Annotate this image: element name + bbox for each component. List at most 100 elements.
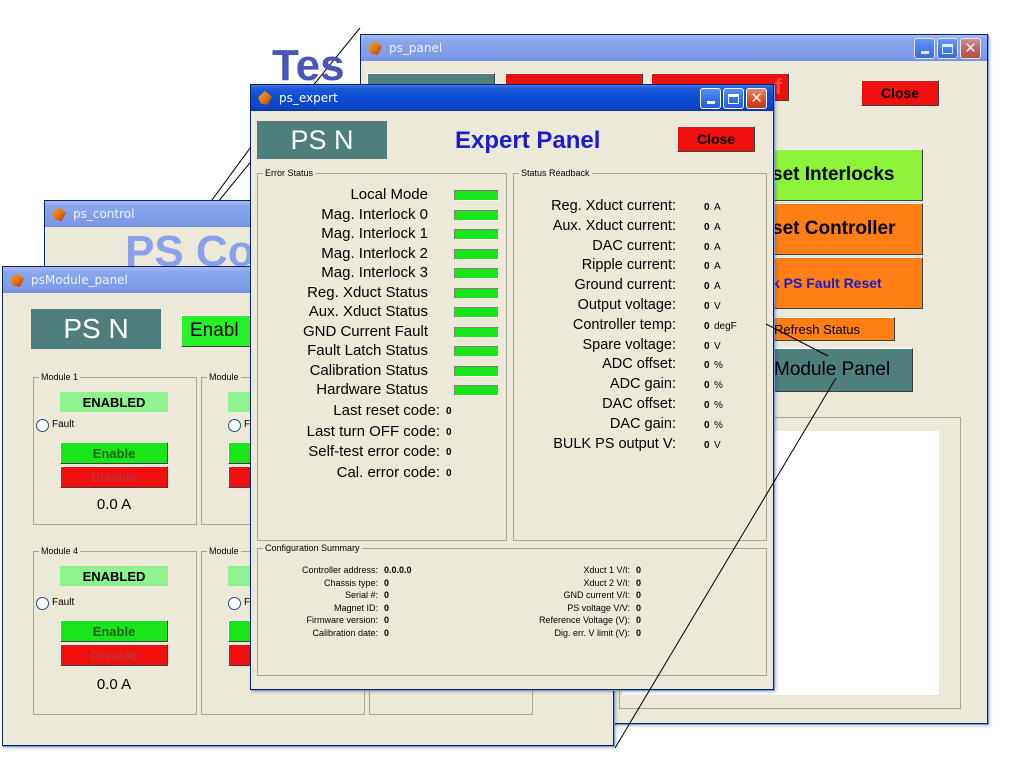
module-2-title: Module bbox=[207, 371, 241, 383]
refresh-status-button[interactable]: Refresh Status bbox=[761, 317, 895, 341]
code-value: 0 bbox=[446, 406, 452, 417]
config-value: 0 bbox=[384, 602, 390, 613]
status-led bbox=[454, 307, 499, 318]
readback-value: 0 bbox=[704, 261, 710, 273]
readback-label: BULK PS output V: bbox=[553, 435, 676, 452]
config-label: Dig. err. V limit (V): bbox=[554, 627, 630, 638]
config-value: 0 bbox=[636, 602, 642, 613]
readback-label: DAC offset: bbox=[602, 396, 676, 412]
reset-controller-button[interactable]: set Controller bbox=[761, 203, 923, 255]
module-4-group: Module 4 ENABLED Fault Enable Disable 0.… bbox=[33, 545, 197, 715]
readback-unit: degF bbox=[714, 320, 737, 332]
ps-name-tag: PS N bbox=[257, 121, 387, 159]
module-4-title: Module 4 bbox=[39, 545, 81, 557]
readback-label: ADC offset: bbox=[602, 356, 676, 373]
config-value: 0 bbox=[384, 590, 390, 600]
readback-label: Reg. Xduct current: bbox=[551, 198, 676, 214]
reset-interlocks-label: set Interlocks bbox=[772, 164, 895, 185]
close-icon: ✕ bbox=[750, 89, 763, 107]
module-2-fault-label: F bbox=[244, 419, 251, 430]
maximize-button[interactable] bbox=[937, 38, 958, 59]
config-value: 0 bbox=[384, 627, 390, 638]
status-led bbox=[454, 229, 499, 240]
readback-value: 0 bbox=[704, 419, 710, 431]
maximize-button[interactable] bbox=[723, 88, 744, 109]
module-5-fault-radio[interactable] bbox=[228, 597, 241, 610]
module-panel-button[interactable]: Module Panel bbox=[761, 348, 913, 392]
close-button-label: Close bbox=[880, 85, 920, 101]
expert-close-button[interactable]: Close bbox=[677, 126, 755, 152]
bulk-ps-fault-reset-button[interactable]: k PS Fault Reset bbox=[761, 257, 923, 309]
code-value: 0 bbox=[446, 426, 452, 438]
window-title: ps_panel bbox=[389, 41, 443, 55]
maximize-icon bbox=[942, 43, 953, 54]
module-4-fault-label: Fault bbox=[52, 597, 75, 608]
expert-panel-heading: Expert Panel bbox=[455, 127, 601, 154]
module-1-status: ENABLED bbox=[60, 392, 168, 412]
close-window-button[interactable]: ✕ bbox=[960, 38, 981, 59]
led-label: Hardware Status bbox=[316, 381, 428, 398]
code-value: 0 bbox=[446, 467, 452, 479]
expert-close-label: Close bbox=[696, 131, 736, 147]
config-label: Magnet ID: bbox=[333, 602, 378, 613]
close-button[interactable]: Close bbox=[861, 80, 939, 106]
close-window-button[interactable]: ✕ bbox=[746, 88, 767, 109]
module-4-current: 0.0 A bbox=[96, 676, 132, 693]
config-label: Calibration date: bbox=[312, 627, 378, 638]
status-readback-title: Status Readback bbox=[519, 167, 592, 179]
window-title: ps_control bbox=[73, 207, 135, 221]
led-label: Mag. Interlock 3 bbox=[321, 264, 428, 281]
readback-value: 0 bbox=[704, 400, 710, 411]
readback-value: 0 bbox=[704, 360, 710, 372]
readback-value: 0 bbox=[704, 221, 710, 233]
readback-label: DAC gain: bbox=[609, 415, 676, 432]
config-label: Xduct 2 V/I: bbox=[583, 577, 630, 588]
led-label: Mag. Interlock 1 bbox=[321, 225, 428, 242]
readback-unit: V bbox=[714, 340, 721, 352]
readback-value: 0 bbox=[704, 380, 710, 392]
module-1-fault-label: Fault bbox=[52, 419, 75, 430]
minimize-icon bbox=[920, 51, 929, 54]
readback-label: Spare voltage: bbox=[582, 336, 676, 353]
readback-unit: A bbox=[714, 221, 721, 233]
module-1-title: Module 1 bbox=[39, 371, 81, 383]
readback-unit: A bbox=[714, 202, 721, 213]
readback-label: DAC current: bbox=[592, 237, 676, 254]
config-label: GND current V/I: bbox=[563, 590, 630, 600]
minimize-button[interactable] bbox=[700, 88, 721, 109]
readback-label: Ripple current: bbox=[581, 257, 676, 274]
readback-label: Ground current: bbox=[574, 277, 676, 294]
config-label: Xduct 1 V/I: bbox=[583, 565, 630, 575]
config-value: 0 bbox=[636, 590, 642, 600]
code-label: Self-test error code: bbox=[308, 443, 440, 460]
code-label: Last reset code: bbox=[333, 402, 440, 419]
readback-unit: V bbox=[714, 301, 721, 312]
window-title: ps_expert bbox=[279, 91, 338, 105]
module-1-fault-radio[interactable] bbox=[36, 419, 49, 432]
module-4-disable-button[interactable]: Disable bbox=[60, 644, 168, 666]
readback-value: 0 bbox=[704, 281, 710, 293]
readback-label: ADC gain: bbox=[609, 376, 676, 393]
reset-interlocks-button[interactable]: set Interlocks bbox=[761, 149, 923, 201]
led-label: Local Mode bbox=[350, 186, 428, 203]
module-5-fault-label: F bbox=[244, 597, 251, 608]
module-1-disable-button[interactable]: Disable bbox=[60, 466, 168, 488]
config-value: 0.0.0.0 bbox=[384, 565, 412, 575]
enable-all-label: Enabl bbox=[190, 320, 239, 341]
module-1-enable-button[interactable]: Enable bbox=[60, 442, 168, 464]
readback-label: Aux. Xduct current: bbox=[552, 217, 676, 234]
off-button-label: f bbox=[774, 74, 782, 99]
module-2-fault-radio[interactable] bbox=[228, 419, 241, 432]
module-1-enable-label: Enable bbox=[92, 445, 136, 461]
minimize-icon bbox=[706, 101, 715, 104]
status-led bbox=[454, 248, 499, 260]
config-label: Chassis type: bbox=[323, 577, 378, 588]
module-4-fault-radio[interactable] bbox=[36, 597, 49, 610]
ps-expert-titlebar[interactable]: ps_expert ✕ bbox=[251, 85, 773, 111]
ps-panel-titlebar[interactable]: ps_panel ✕ bbox=[361, 35, 987, 61]
ps-expert-window: ps_expert ✕ PS N Expert Panel Close Erro… bbox=[250, 84, 774, 690]
minimize-button[interactable] bbox=[914, 38, 935, 59]
module-4-enable-button[interactable]: Enable bbox=[60, 620, 168, 642]
status-led bbox=[454, 287, 499, 299]
